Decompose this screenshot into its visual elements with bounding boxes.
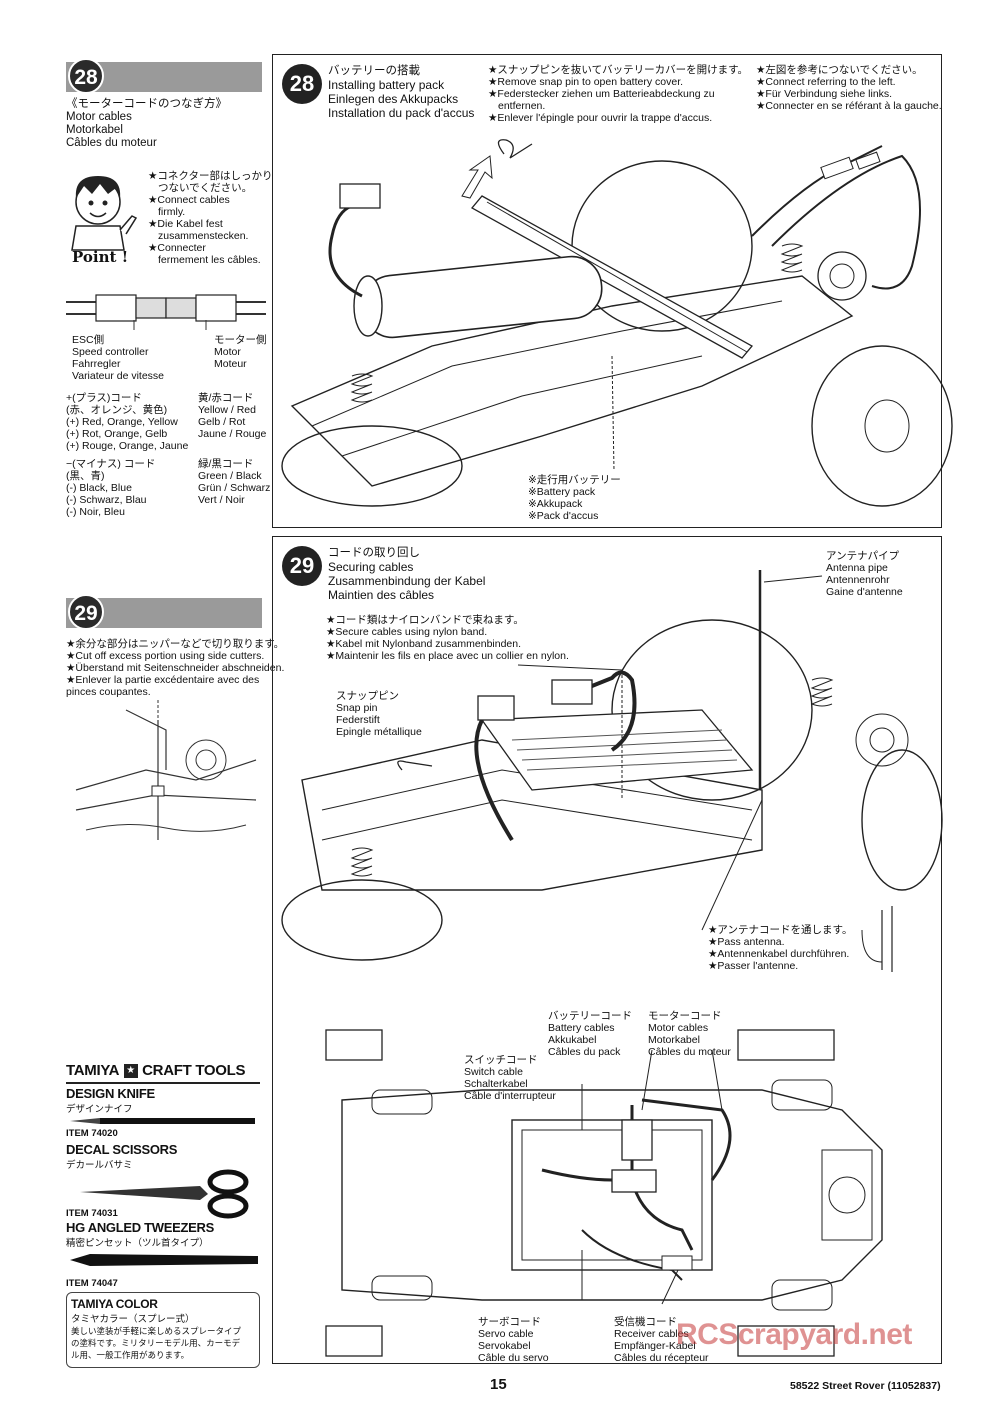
tool-design-knife: DESIGN KNIFE デザインナイフ bbox=[66, 1086, 155, 1115]
step-29-number: 29 bbox=[68, 594, 104, 630]
step-29-badge: 29 bbox=[282, 546, 322, 586]
step-28-header-bar: 28 bbox=[66, 58, 262, 94]
decal-scissors-icon bbox=[80, 1169, 249, 1219]
tamiya-color-panel: TAMIYA COLOR タミヤカラー（スプレー式） 美しい塗装が手軽に楽しめる… bbox=[66, 1292, 260, 1368]
snap-pin-label: スナップピン Snap pin Federstift Epingle métal… bbox=[336, 690, 422, 738]
motor-cables-label: モーターコード Motor cables Motorkabel Câbles d… bbox=[648, 1010, 731, 1058]
nylon-band-instruction: ★コード類はナイロンバンドで束ねます。 ★Secure cables using… bbox=[326, 614, 569, 662]
battery-cables-label: バッテリーコード Battery cables Akkukabel Câbles… bbox=[548, 1010, 632, 1058]
point-label: Point ! bbox=[72, 248, 129, 266]
servo-cable-label: サーボコード Servo cable Servokabel Câble du s… bbox=[478, 1316, 549, 1364]
battery-install-illustration bbox=[281, 139, 953, 507]
motor-connector-diagram bbox=[66, 294, 266, 330]
step-28-number: 28 bbox=[68, 58, 104, 94]
cable-routing-illustration bbox=[281, 570, 943, 972]
step-28-title: バッテリーの搭載 Installing battery pack Einlege… bbox=[328, 65, 475, 120]
cut-excess-caption: ★余分な部分はニッパーなどで切り取ります。 ★Cut off excess po… bbox=[66, 638, 285, 698]
plus-cable-label: +(プラス)コード (赤、オレンジ、黄色) (+) Red, Orange, Y… bbox=[66, 392, 189, 452]
craft-tools-brand: TAMIYA ★ CRAFT TOOLS bbox=[66, 1062, 260, 1084]
item-74047: ITEM 74047 bbox=[66, 1278, 118, 1289]
point-mascot-illustration bbox=[71, 176, 138, 251]
snap-pin-instruction: ★スナップピンを抜いてバッテリーカバーを開けます。 ★Remove snap p… bbox=[488, 64, 749, 124]
tool-decal-scissors: DECAL SCISSORS デカールバサミ bbox=[66, 1142, 178, 1171]
motor-side-label: モーター側 Motor Moteur bbox=[214, 334, 267, 370]
esc-side-label: ESC側 Speed controller Fahrregler Variate… bbox=[72, 334, 165, 382]
point-instructions: ★コネクター部はしっかり つないでください。 ★Connect cables f… bbox=[148, 170, 273, 266]
switch-cable-label: スイッチコード Switch cable Schalterkabel Câble… bbox=[464, 1054, 556, 1102]
item-74031: ITEM 74031 bbox=[66, 1208, 118, 1219]
step-29-title: コードの取り回し Securing cables Zusammenbindung… bbox=[328, 547, 486, 602]
watermark-text: RCScrapyard.net bbox=[676, 1318, 912, 1351]
kit-code: 58522 Street Rover (11052837) bbox=[790, 1380, 941, 1392]
cut-excess-illustration bbox=[75, 700, 257, 840]
design-knife-icon bbox=[70, 1118, 255, 1124]
page-number: 15 bbox=[490, 1376, 507, 1393]
battery-pack-label: ※走行用バッテリー ※Battery pack ※Akkupack ※Pack … bbox=[528, 474, 621, 522]
minus-cable-label: −(マイナス) コード (黒、青) (-) Black, Blue (-) Sc… bbox=[66, 458, 156, 518]
minus-motor-cable-label: 緑/黒コード Green / Black Grün / Schwarz Vert… bbox=[198, 458, 271, 506]
step-29-header-bar: 29 bbox=[66, 594, 262, 630]
item-74020: ITEM 74020 bbox=[66, 1128, 118, 1139]
tool-hg-angled-tweezers: HG ANGLED TWEEZERS 精密ピンセット（ツル首タイプ） bbox=[66, 1220, 214, 1249]
pass-antenna-instruction: ★アンテナコードを通します。 ★Pass antenna. ★Antennenk… bbox=[708, 924, 853, 972]
step-29-box bbox=[272, 536, 942, 1364]
step-28-box bbox=[272, 54, 942, 528]
craft-tools-panel: TAMIYA ★ CRAFT TOOLS bbox=[66, 1062, 260, 1084]
plus-motor-cable-label: 黄/赤コード Yellow / Red Gelb / Rot Jaune / R… bbox=[198, 392, 267, 440]
top-view-chassis-illustration bbox=[325, 1029, 883, 1357]
step-28-badge: 28 bbox=[282, 64, 322, 104]
motor-cables-caption: 《モーターコードのつなぎ方》 Motor cables Motorkabel C… bbox=[66, 98, 227, 149]
tweezers-icon bbox=[70, 1254, 258, 1266]
receiver-cables-label: 受信機コード Receiver cables Empfänger-Kabel C… bbox=[614, 1316, 709, 1364]
connect-instruction: ★左図を参考につないでください。 ★Connect referring to t… bbox=[756, 64, 942, 112]
antenna-pipe-label: アンテナパイプ Antenna pipe Antennenrohr Gaine … bbox=[826, 550, 903, 598]
